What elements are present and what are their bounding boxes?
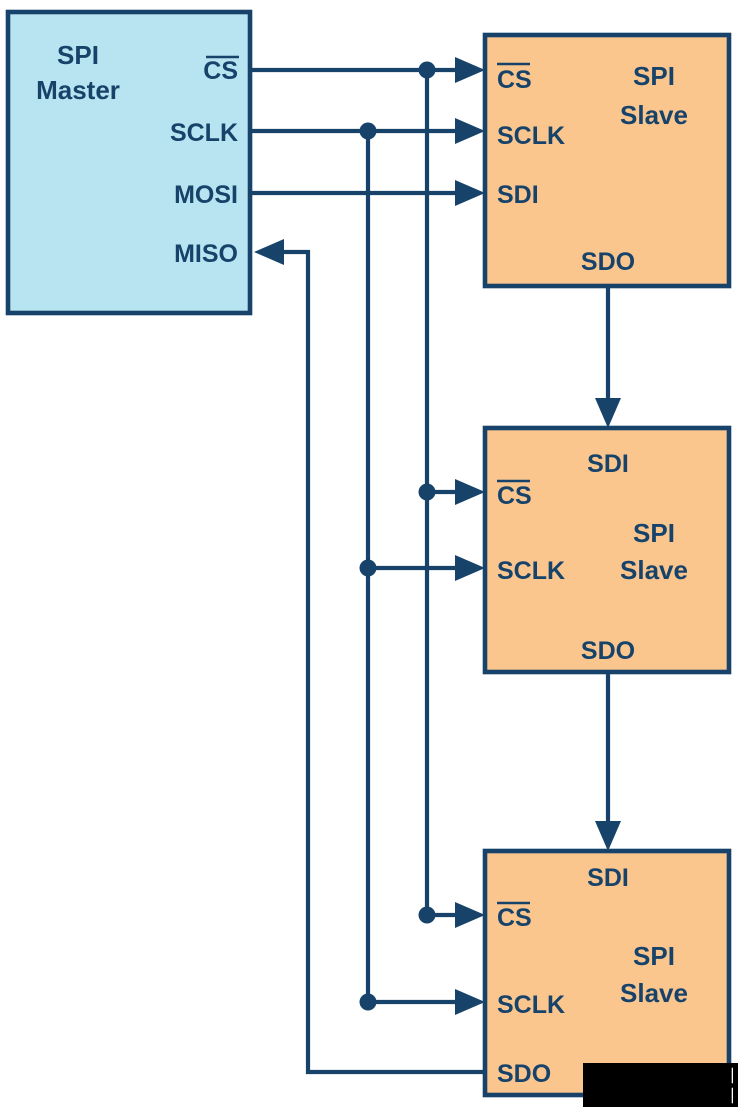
arrowhead-sclk-slave2 (455, 555, 485, 581)
slave3-pin-sdi-label: SDI (587, 864, 629, 892)
slave3-body[interactable] (482, 848, 732, 1098)
redaction-block (583, 1063, 738, 1107)
arrowhead-master-miso (254, 239, 284, 265)
slave2-title-line1: SPI (633, 518, 675, 548)
arrowhead-cs-slave2 (455, 479, 485, 505)
arrowhead-layer (254, 57, 621, 1015)
slave3-title-line2: Slave (620, 978, 688, 1008)
sclk-junction-slave1 (359, 122, 377, 140)
slave2-pin-sdi-label: SDI (587, 450, 629, 478)
slave1-pin-sclk-label: SCLK (497, 122, 565, 150)
redaction-glyph-fragment-bottom: ⎮ (729, 1087, 736, 1104)
master-pin-cs-label: CS (203, 57, 238, 85)
master-body[interactable] (5, 9, 253, 316)
sclk-junction-slave2 (359, 559, 377, 577)
slave1-title-line2: Slave (620, 100, 688, 130)
arrowhead-slave2-sdi (595, 398, 621, 428)
redaction-overlay: ⎮ ⎮ (583, 1063, 738, 1107)
slave1-title-line1: SPI (633, 61, 675, 91)
arrowhead-cs-slave3 (455, 902, 485, 928)
slave1-pin-sdo-label: SDO (581, 248, 635, 276)
slave1-body[interactable] (482, 32, 732, 289)
slave2-title-line2: Slave (620, 555, 688, 585)
wire-slave3-sdo-to-master-miso (264, 249, 485, 1075)
master-pin-mosi-label: MOSI (174, 181, 238, 209)
arrowhead-sclk-slave1 (455, 118, 485, 144)
slave1-pin-sdi-label: SDI (497, 181, 539, 209)
master-title-line2: Master (36, 75, 120, 105)
spi-slave-3-block[interactable]: SPI Slave SDI CS SCLK SDO (482, 848, 732, 1098)
slave2-pin-sdo-label: SDO (581, 637, 635, 665)
junction-layer (359, 61, 436, 1011)
slave3-pin-sdo-label: SDO (497, 1060, 551, 1088)
slave3-title-line1: SPI (633, 941, 675, 971)
cs-junction-slave1 (418, 61, 436, 79)
sclk-junction-slave3 (359, 993, 377, 1011)
cs-junction-slave3 (418, 906, 436, 924)
spi-slave-2-block[interactable]: SPI Slave SDI CS SCLK SDO (482, 425, 732, 675)
master-title-line1: SPI (57, 40, 99, 70)
slave3-pin-sclk-label: SCLK (497, 991, 565, 1019)
slave2-body[interactable] (482, 425, 732, 675)
spi-master-block[interactable]: SPI Master CS SCLK MOSI MISO (5, 9, 253, 316)
master-pin-miso-label: MISO (174, 240, 238, 268)
slave1-pin-cs-label: CS (497, 66, 532, 94)
slave3-pin-cs-label: CS (497, 904, 532, 932)
arrowhead-slave3-sdi (595, 821, 621, 851)
slave2-pin-cs-label: CS (497, 482, 532, 510)
redaction-glyph-fragment-top: ⎮ (729, 1067, 736, 1084)
arrowhead-cs-slave1 (455, 57, 485, 83)
arrowhead-sclk-slave3 (455, 989, 485, 1015)
arrowhead-mosi-slave1 (455, 180, 485, 206)
cs-junction-slave2 (418, 483, 436, 501)
spi-slave-1-block[interactable]: SPI Slave CS SCLK SDI SDO (482, 32, 732, 289)
master-pin-sclk-label: SCLK (170, 119, 238, 147)
slave2-pin-sclk-label: SCLK (497, 557, 565, 585)
wire-layer (250, 67, 611, 1075)
